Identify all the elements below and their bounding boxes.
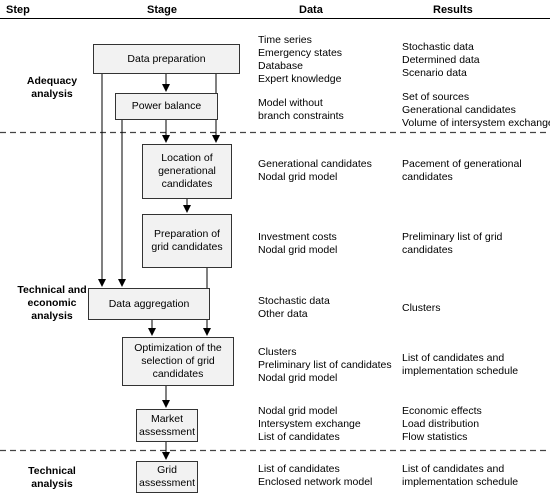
stage-power-balance: Power balance <box>115 93 218 120</box>
header-step: Step <box>6 4 30 16</box>
results-data-aggregation: Clusters <box>402 302 441 314</box>
header-data: Data <box>299 4 323 16</box>
stage-data-preparation: Data preparation <box>93 44 240 74</box>
stage-data-aggregation: Data aggregation <box>88 288 210 320</box>
header-results: Results <box>433 4 473 16</box>
header-stage: Stage <box>147 4 177 16</box>
